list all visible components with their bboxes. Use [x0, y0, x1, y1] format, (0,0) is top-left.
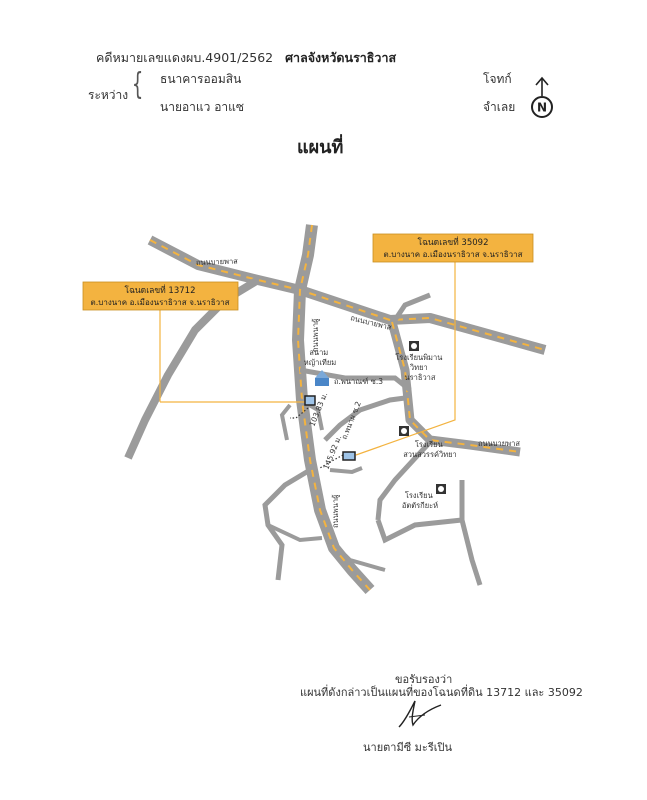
parcel-35092 — [342, 451, 356, 461]
road-label-soi-3: ถ.พนาณฑ์ ซ.3 — [334, 377, 383, 386]
plaintiff-role: โจทก์ — [483, 72, 512, 86]
defendant-name: นายอาแว อาแซ — [160, 100, 245, 114]
parcel-13712-subtitle: ต.บางนาค อ.เมืองนราธิวาส จ.นราธิวาส — [91, 298, 230, 307]
certification-line-2: แผนที่ดังกล่าวเป็นแผนที่ของโฉนดที่ดิน 13… — [300, 686, 583, 699]
east-bypass-road — [387, 320, 521, 457]
road-label-bypass-1: ถนนบายพาส — [196, 257, 239, 267]
signature-image — [398, 700, 442, 728]
case-number: คดีหมายเลขแดงผบ.4901/2562 — [96, 50, 274, 65]
school-2-label: โรงเรียน สวนสวรรค์วิทยา — [403, 440, 457, 459]
callout-box-13712: โฉนดเลขที่ 13712 ต.บางนาค อ.เมืองนราธิวา… — [82, 281, 239, 311]
school-3-line-1: โรงเรียน — [405, 491, 433, 500]
road-label-bypass-3: ถนนบายพาส — [478, 439, 520, 448]
school-icon-2 — [399, 426, 409, 436]
stadium-label: สนาม หญ้าเทียม — [304, 348, 336, 367]
school-2-line-2: สวนสวรรค์วิทยา — [403, 450, 457, 459]
certification-line-1: ขอรับรองว่า — [395, 673, 453, 686]
case-header: คดีหมายเลขแดงผบ.4901/2562 ศาลจังหวัดนราธ… — [96, 48, 396, 68]
parcel-13712-title: โฉนดเลขที่ 13712 — [125, 284, 196, 296]
parcel-13712 — [304, 395, 316, 406]
school-3-label: โรงเรียน อัตตัรกียะห์ — [402, 491, 438, 510]
stadium-label-line-1: สนาม — [309, 348, 328, 357]
panaphu-road — [292, 224, 375, 595]
between-label: ระหว่าง — [88, 88, 129, 102]
bypass-road-upper — [147, 235, 547, 355]
school-icon-1 — [409, 341, 419, 351]
signer-name: นายตามีซี มะรีเปิน — [363, 741, 453, 754]
school-3-line-2: อัตตัรกียะห์ — [402, 501, 438, 510]
north-arrow-icon: N — [531, 76, 553, 118]
school-1-label: โรงเรียนพิมาน วิทยา นราธิวาส — [395, 353, 444, 382]
plaintiff-name: ธนาคารออมสิน — [160, 72, 242, 86]
school-1-line-2: วิทยา — [409, 363, 428, 372]
map-title: แผนที่ — [297, 137, 344, 158]
school-icon-3 — [436, 484, 446, 494]
parcel-35092-title: โฉนดเลขที่ 35092 — [418, 236, 489, 248]
callout-line-35092 — [355, 262, 456, 456]
road-label-panaphu-bottom: ถนนพนาผู้ — [331, 495, 340, 528]
stadium-label-line-2: หญ้าเทียม — [304, 358, 336, 367]
school-1-line-3: นราธิวาส — [405, 373, 436, 382]
school-2-line-1: โรงเรียน — [415, 440, 443, 449]
party-brace: { — [131, 67, 144, 102]
road-label-panaphu-top: ถนนพนาผู้ — [311, 319, 320, 352]
callout-box-35092: โฉนดเลขที่ 35092 ต.บางนาค อ.เมืองนราธิวา… — [372, 233, 534, 263]
defendant-role: จำเลย — [483, 100, 516, 114]
roads — [124, 224, 547, 595]
parcel-35092-subtitle: ต.บางนาค อ.เมืองนราธิวาส จ.นราธิวาส — [384, 250, 523, 259]
stadium-icon — [315, 370, 329, 386]
court-name: ศาลจังหวัดนราธิวาส — [285, 50, 397, 65]
compass-letter: N — [537, 101, 547, 115]
school-1-line-1: โรงเรียนพิมาน — [395, 353, 442, 362]
